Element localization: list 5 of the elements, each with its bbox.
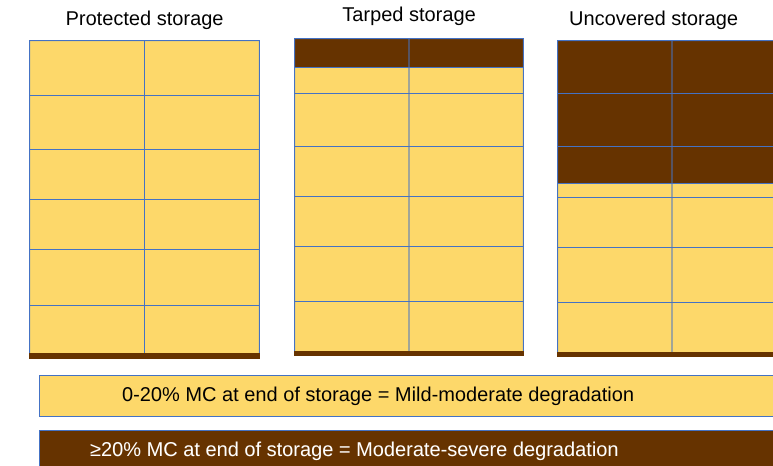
legend-text: 0-20% MC at end of storage = Mild-moderate degradation [122, 384, 634, 406]
stack-title: Protected storage [66, 8, 224, 31]
stack-title: Tarped storage [342, 4, 476, 27]
legend-text: ≥20% MC at end of storage = Moderate-severe degradation [90, 439, 619, 461]
stack-title: Uncovered storage [569, 8, 738, 31]
